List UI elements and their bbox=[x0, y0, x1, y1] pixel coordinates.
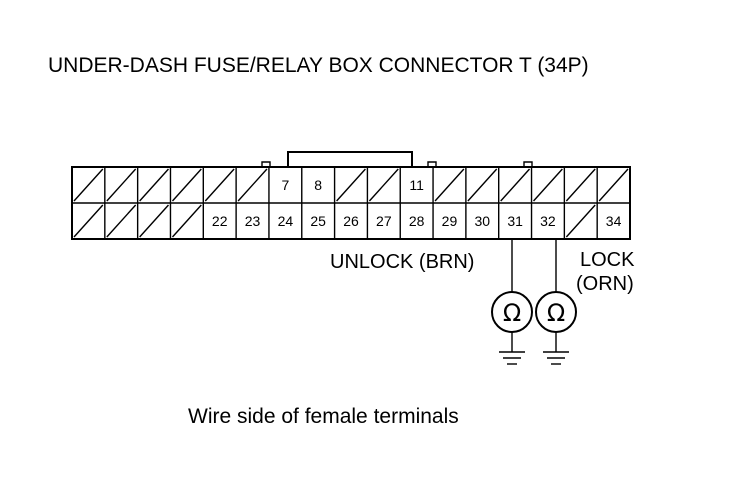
connector-notch-left bbox=[261, 161, 271, 167]
connector-notch-right bbox=[523, 161, 533, 167]
ohm-symbol-icon: Ω bbox=[547, 299, 565, 327]
empty-cavity bbox=[237, 168, 268, 202]
ground-lock-icon bbox=[543, 332, 569, 365]
empty-cavity bbox=[368, 168, 399, 202]
ohmmeter-unlock: Ω bbox=[491, 291, 533, 333]
pin-number: 31 bbox=[507, 213, 523, 229]
pin-number: 8 bbox=[314, 177, 322, 193]
pin-number: 28 bbox=[409, 213, 425, 229]
empty-cavity bbox=[598, 168, 629, 202]
empty-cavity bbox=[500, 168, 531, 202]
lock-wire-label-line1: LOCK bbox=[580, 249, 635, 271]
empty-cavity bbox=[106, 204, 137, 238]
wire-lines bbox=[511, 239, 557, 292]
empty-cavity bbox=[434, 168, 465, 202]
ohm-symbol-icon: Ω bbox=[503, 299, 521, 327]
empty-cavity bbox=[171, 204, 202, 238]
empty-cavity bbox=[533, 168, 563, 202]
lock-wire-label-line2: (ORN) bbox=[576, 273, 634, 295]
pin-number: 30 bbox=[475, 213, 491, 229]
connector-housing: 7 8 11 22 23 24 25 26 27 28 29 30 31 32 34 bbox=[71, 151, 631, 240]
connector-notch-mid bbox=[427, 161, 437, 167]
pin-number: 26 bbox=[343, 213, 359, 229]
pin-number: 25 bbox=[310, 213, 326, 229]
connector-latch bbox=[287, 151, 413, 167]
empty-cavity bbox=[565, 168, 596, 202]
pin-number: 11 bbox=[409, 177, 424, 193]
pin-number: 24 bbox=[278, 213, 294, 229]
unlock-wire-label: UNLOCK (BRN) bbox=[330, 251, 474, 273]
empty-cavity bbox=[336, 168, 366, 202]
pin-number: 22 bbox=[212, 213, 228, 229]
pin-number: 7 bbox=[281, 177, 289, 193]
empty-cavity bbox=[73, 204, 104, 238]
ohmmeter-lock: Ω bbox=[535, 291, 577, 333]
connector-cell-grid: 7 8 11 22 23 24 25 26 27 28 29 30 31 32 34 bbox=[72, 167, 630, 239]
empty-cavity bbox=[139, 204, 169, 238]
empty-cavity bbox=[204, 168, 235, 202]
ground-unlock-icon bbox=[499, 332, 525, 365]
pin-number: 27 bbox=[376, 213, 392, 229]
pin-number: 32 bbox=[540, 213, 556, 229]
empty-cavity bbox=[565, 204, 596, 238]
empty-cavity bbox=[139, 168, 169, 202]
empty-cavity bbox=[106, 168, 137, 202]
diagram-caption: Wire side of female terminals bbox=[188, 405, 459, 428]
pin-number: 34 bbox=[606, 213, 622, 229]
empty-cavity bbox=[467, 168, 498, 202]
empty-cavity bbox=[171, 168, 202, 202]
pin-number: 29 bbox=[442, 213, 458, 229]
pin-number: 23 bbox=[245, 213, 261, 229]
diagram-title: UNDER-DASH FUSE/RELAY BOX CONNECTOR T (3… bbox=[48, 54, 589, 77]
empty-cavity bbox=[73, 168, 104, 202]
